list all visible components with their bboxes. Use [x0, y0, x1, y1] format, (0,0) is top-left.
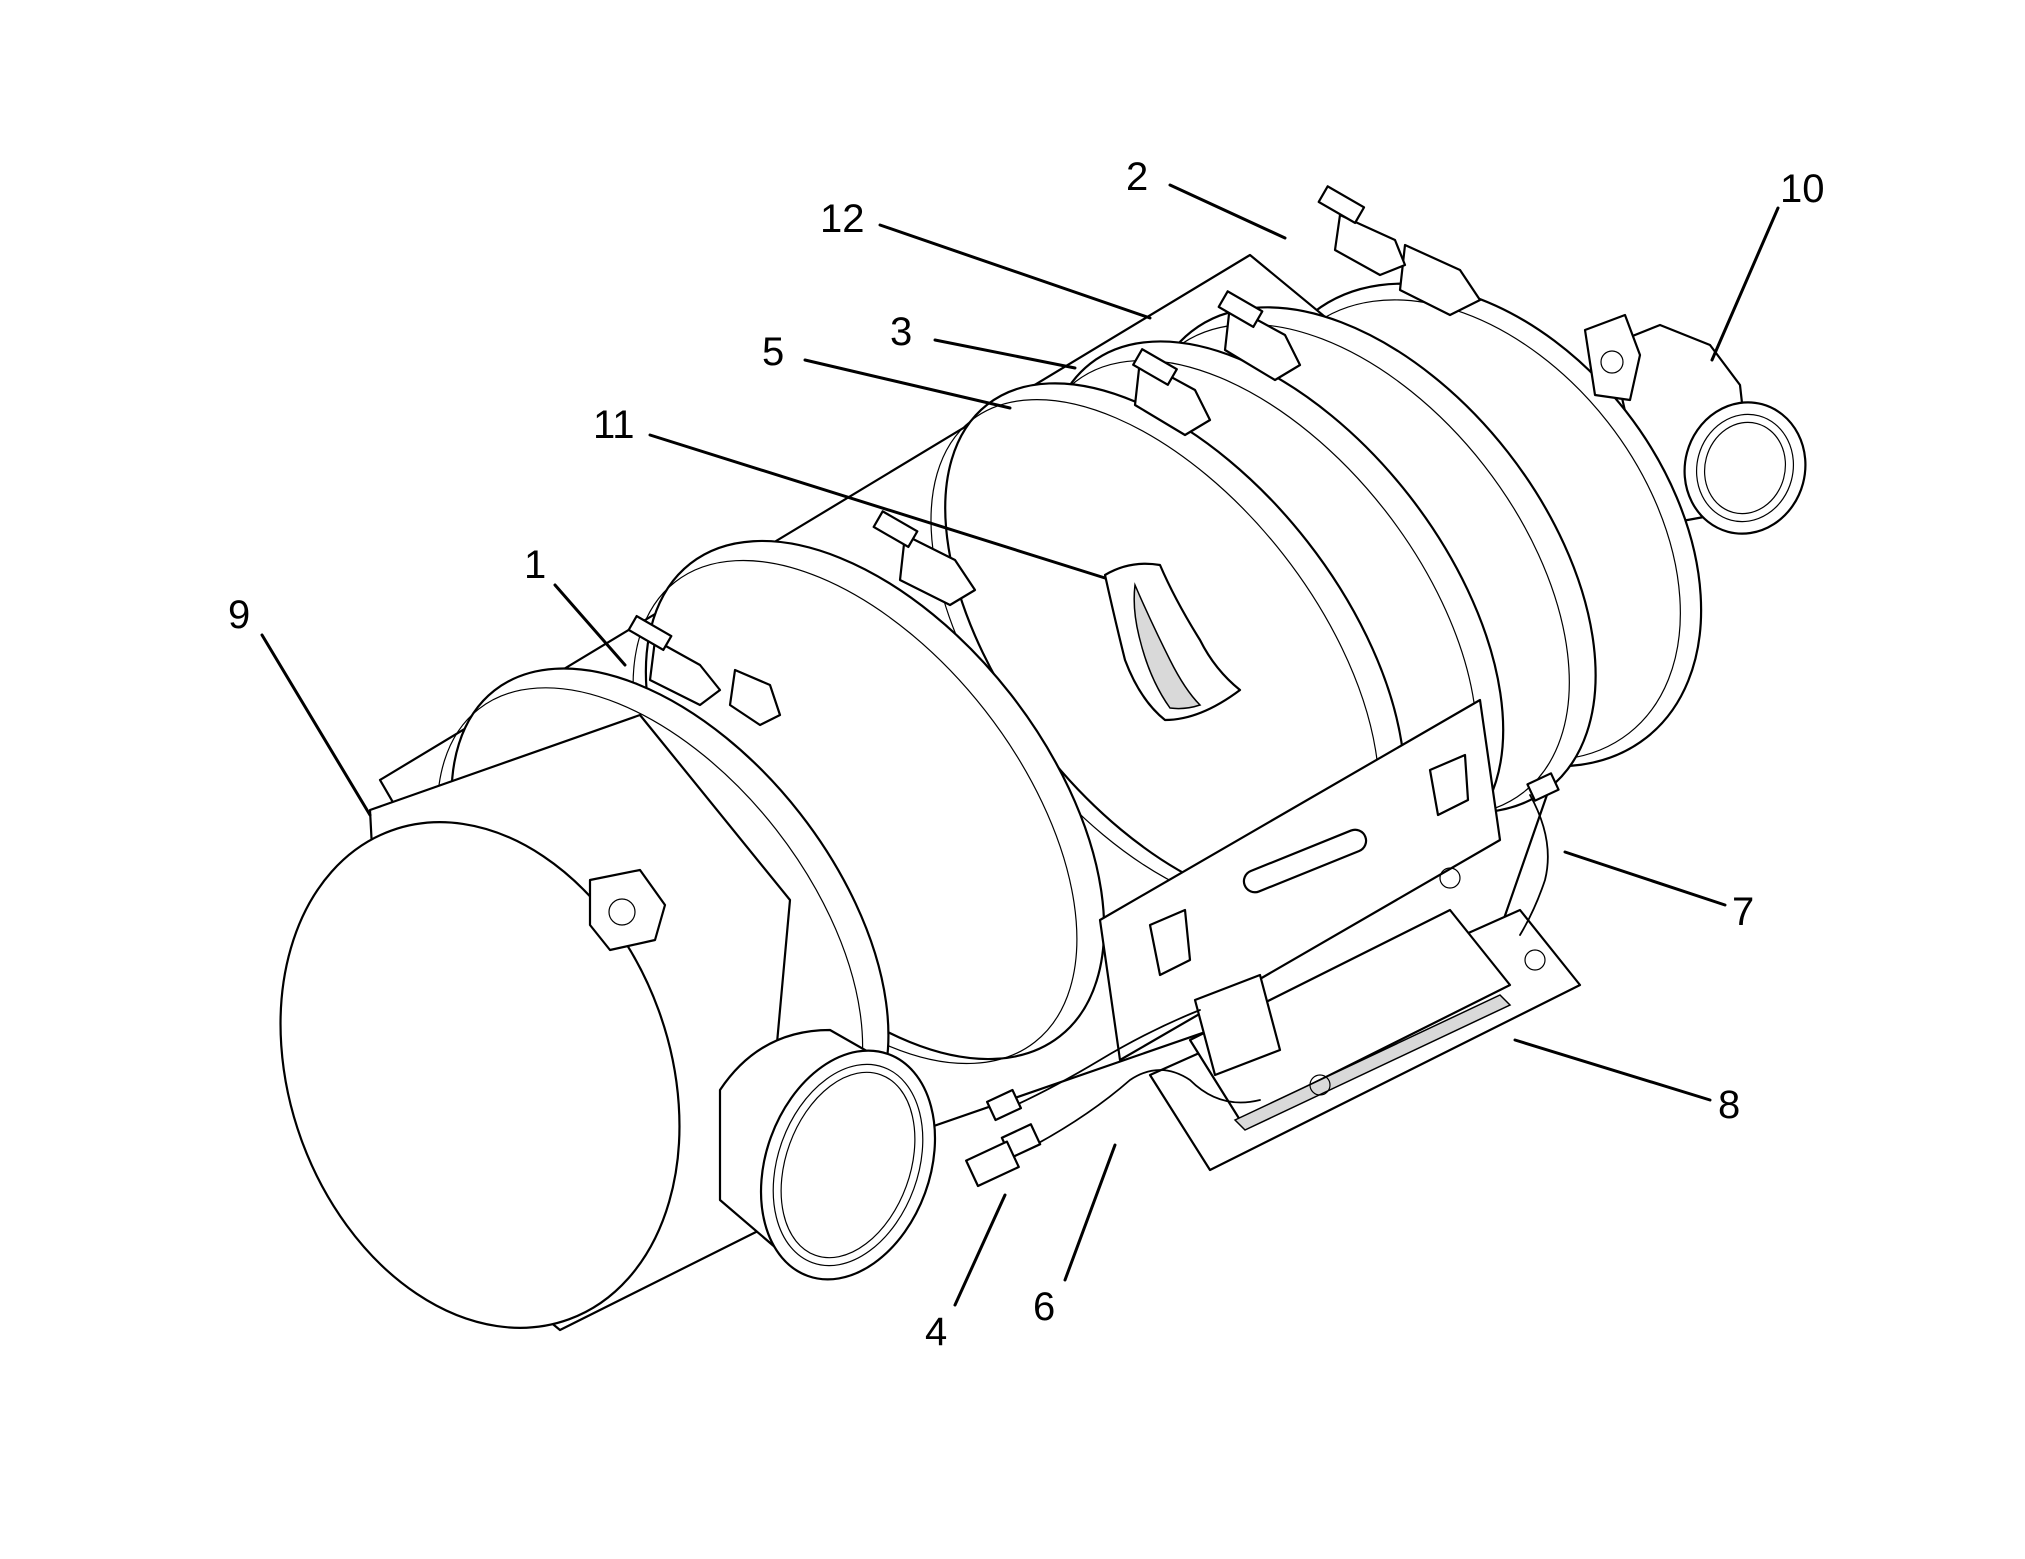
- leader-7: [1563, 850, 1727, 907]
- leader-lines: [260, 183, 1780, 1307]
- callout-5: 5: [762, 330, 784, 374]
- mounting-bracket: [1098, 698, 1502, 1062]
- leader-3: [933, 338, 1077, 370]
- leader-1: [553, 583, 627, 667]
- leader-2: [1168, 183, 1287, 240]
- callout-4: 4: [925, 1310, 947, 1354]
- callout-6: 6: [1033, 1285, 1055, 1329]
- connector-4: [965, 1140, 1020, 1188]
- leader-6: [1063, 1143, 1117, 1282]
- leader-5: [803, 358, 1012, 410]
- cutaway-window: [1103, 562, 1242, 722]
- callout-10: 10: [1780, 167, 1825, 211]
- leader-12: [878, 223, 1152, 320]
- callout-9: 9: [228, 593, 250, 637]
- leader-4: [953, 1193, 1007, 1307]
- callout-11: 11: [593, 403, 635, 447]
- callout-1: 1: [524, 543, 546, 587]
- leader-8: [1513, 1038, 1712, 1102]
- callout-8: 8: [1718, 1083, 1740, 1127]
- callout-labels: 1 2 3 4 5 6 7 8 9 10 11 12: [228, 155, 1825, 1354]
- leader-11: [648, 433, 1107, 580]
- inlet-pipe: [718, 1028, 937, 1281]
- sensor-module-plate: [1148, 867, 1582, 1172]
- leader-10: [1710, 206, 1780, 362]
- inlet-drum: [279, 713, 792, 1332]
- callout-7: 7: [1732, 890, 1754, 934]
- callout-2: 2: [1126, 155, 1148, 199]
- callout-3: 3: [890, 310, 912, 354]
- callout-12: 12: [820, 197, 865, 241]
- leader-9: [260, 633, 372, 817]
